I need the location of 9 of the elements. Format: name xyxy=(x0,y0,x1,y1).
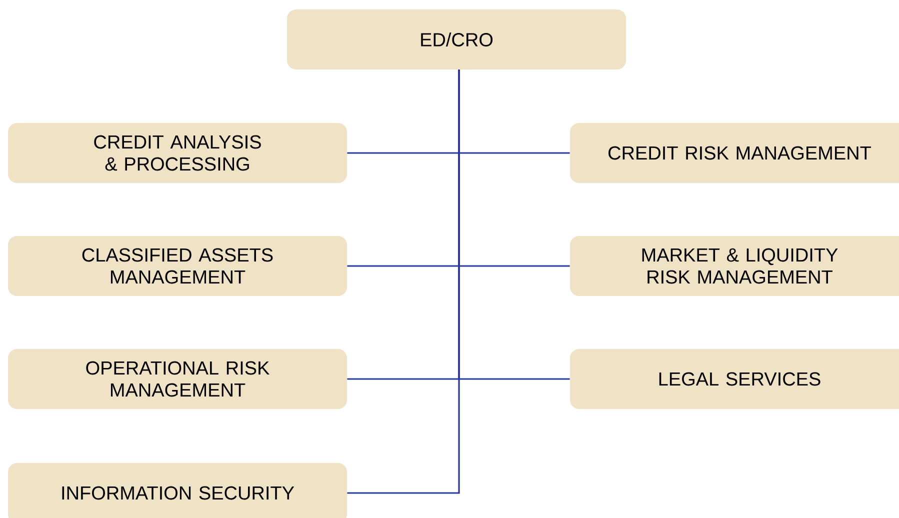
org-box: ED/CRO xyxy=(287,10,626,70)
org-box: INFORMATION SECURITY xyxy=(8,463,347,518)
org-box: MARKET & LIQUIDITY RISK MANAGEMENT xyxy=(570,236,899,296)
org-box: CLASSIFIED ASSETS MANAGEMENT xyxy=(8,236,347,296)
org-box: LEGAL SERVICES xyxy=(570,349,899,409)
org-box: CREDIT ANALYSIS & PROCESSING xyxy=(8,123,347,183)
org-box: OPERATIONAL RISK MANAGEMENT xyxy=(8,349,347,409)
org-box: CREDIT RISK MANAGEMENT xyxy=(570,123,899,183)
connector-line xyxy=(347,70,460,494)
